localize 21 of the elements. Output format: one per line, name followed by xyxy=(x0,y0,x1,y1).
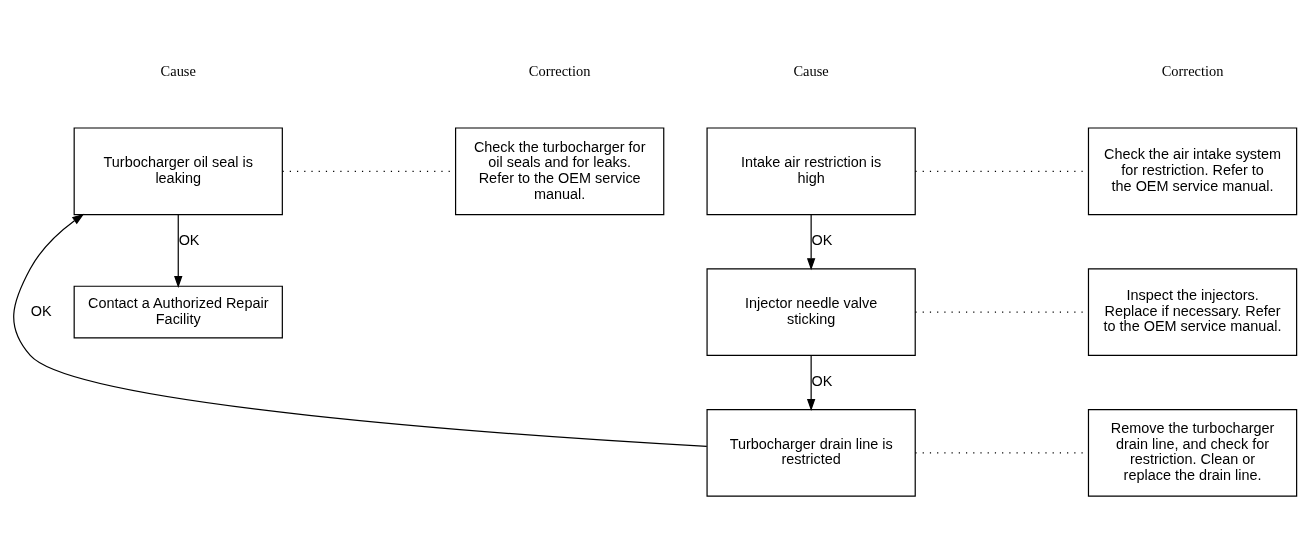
node-box: Turbocharger drain line is restricted xyxy=(706,408,916,497)
arrow xyxy=(13,213,708,447)
label: Correction xyxy=(1161,62,1224,79)
node-box: Check the turbocharger for oil seals and for leaks. Refer to the OEM service manual. xyxy=(455,127,665,216)
label: Cause xyxy=(160,62,196,79)
edge-label: OK xyxy=(811,373,833,390)
label: Cause xyxy=(793,62,829,79)
arrow xyxy=(806,214,816,271)
edge-label: OK xyxy=(811,232,833,249)
label: Correction xyxy=(528,62,591,79)
node-box: Intake air restriction is high xyxy=(706,127,916,216)
node-box: Injector needle valve sticking xyxy=(706,268,916,356)
node-box: Inspect the injectors. Replace if necessary. Refer to the OEM service manual. xyxy=(1087,268,1298,356)
node-box: Turbocharger oil seal is leaking xyxy=(73,127,283,216)
edge-label: OK xyxy=(178,232,200,249)
arrow xyxy=(174,214,183,288)
edge-label: OK xyxy=(30,302,52,319)
arrow xyxy=(806,354,816,411)
node-box: Contact a Authorized Repair Facility xyxy=(73,285,283,339)
node-box: Remove the turbocharger drain line, and check for restriction. Clean or replace the drain line. xyxy=(1087,408,1298,497)
node-box: Check the air intake system for restriction. Refer to the OEM service manual. xyxy=(1087,127,1298,216)
